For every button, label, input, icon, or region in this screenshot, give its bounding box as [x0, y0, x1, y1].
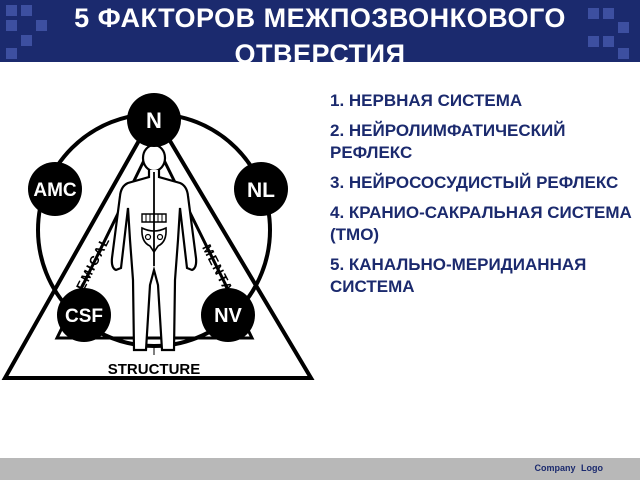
factor-item: 4. КРАНИО-САКРАЛЬНАЯ СИСТЕМА (ТМО) [330, 203, 632, 244]
factor-item: 3. НЕЙРОСОСУДИСТЫЙ РЕФЛЕКС [330, 173, 619, 192]
factor-list: 1. НЕРВНАЯ СИСТЕМА 2. НЕЙРОЛИМФАТИЧЕСКИЙ… [330, 90, 635, 306]
header-bar [0, 0, 640, 62]
decor-square [6, 5, 17, 16]
decor-square [588, 36, 599, 47]
node-nl-label: NL [247, 179, 275, 202]
node-nv-label: NV [214, 305, 242, 327]
node-csf: CSF [57, 288, 111, 342]
node-csf-label: CSF [65, 306, 103, 327]
outer-triangle [1, 110, 315, 380]
decor-square [6, 48, 17, 59]
decor-square [21, 5, 32, 16]
factor-item: 1. НЕРВНАЯ СИСТЕМА [330, 91, 523, 110]
decor-square [618, 48, 629, 59]
title-line-1: 5 ФАКТОРОВ МЕЖПОЗВОНКОВОГО [74, 3, 566, 33]
company-logo: Company Logo [534, 463, 604, 473]
decor-square [21, 35, 32, 46]
title-line-2: ОТВЕРСТИЯ [234, 39, 406, 69]
node-n-label: N [146, 108, 162, 133]
node-amc: AMC [28, 162, 82, 216]
factor-item: 2. НЕЙРОЛИМФАТИЧЕСКИЙ РЕФЛЕКС [330, 121, 566, 162]
node-n: N [127, 93, 181, 147]
page-title: 5 ФАКТОРОВ МЕЖПОЗВОНКОВОГО ОТВЕРСТИЯ [0, 0, 640, 72]
footer-bar: Company Logo [0, 458, 640, 480]
node-nv: NV [201, 288, 255, 342]
side-label-structure: STRUCTURE [108, 361, 201, 378]
decor-square [6, 20, 17, 31]
node-amc-label: AMC [33, 180, 77, 201]
decor-square [588, 8, 599, 19]
inner-triangle [54, 136, 255, 340]
human-figure-icon [110, 143, 198, 355]
decor-square [618, 22, 629, 33]
decor-square [603, 8, 614, 19]
decor-square [36, 20, 47, 31]
five-factors-diagram: CHEMICAL MENTAL STRUCTURE N AMC NL CSF N… [1, 93, 315, 380]
decor-square [603, 36, 614, 47]
factor-item: 5. КАНАЛЬНО-МЕРИДИАННАЯ СИСТЕМА [330, 255, 587, 296]
node-nl: NL [234, 162, 288, 216]
